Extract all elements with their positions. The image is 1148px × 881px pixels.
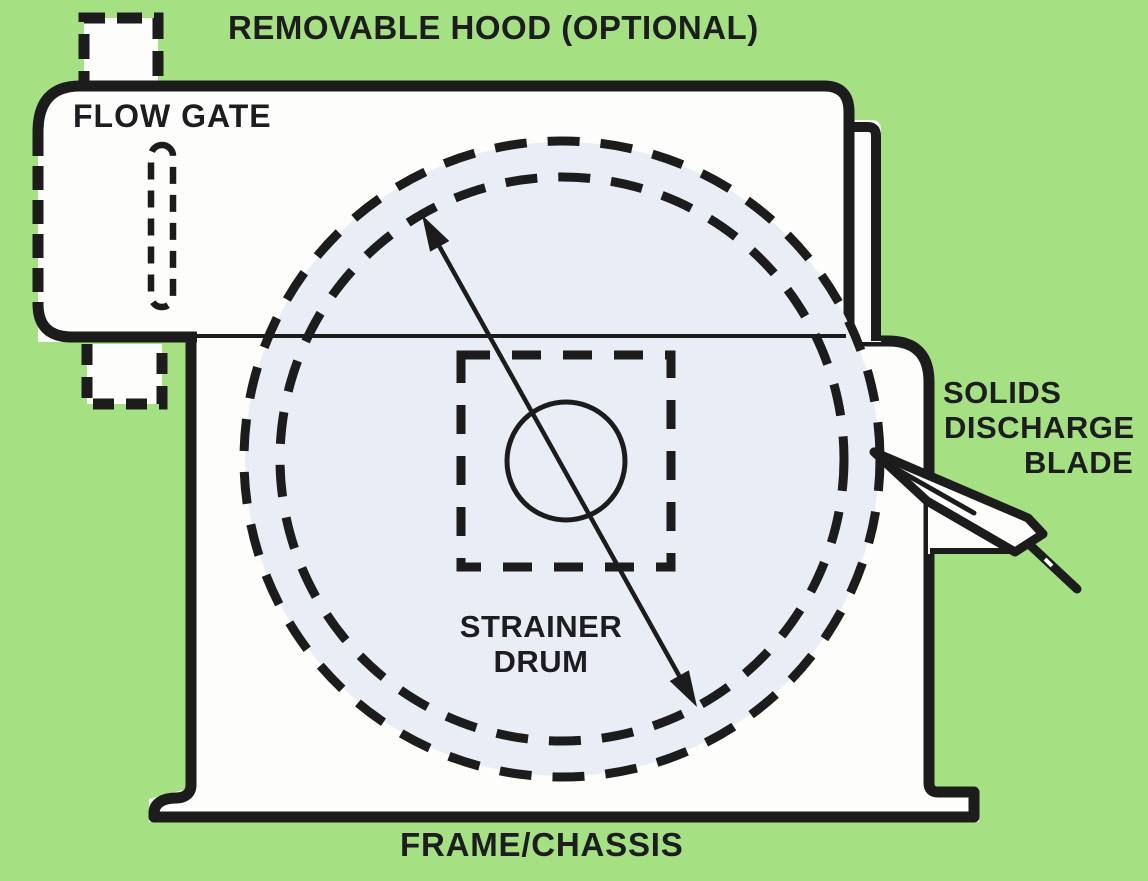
outlet-pipe-left — [81, 344, 168, 410]
strainer-drum-face — [245, 142, 879, 776]
drum-diameter-arrow-line — [431, 233, 688, 690]
drive-housing-dashed-square — [456, 350, 676, 572]
arrow-head-bottom-icon — [669, 670, 697, 707]
hood-rear-step-edge — [852, 122, 881, 341]
drum-shaft-circle — [504, 399, 628, 523]
label-solids-discharge-blade-line3: BLADE — [1024, 445, 1134, 480]
flow-gate-slot — [147, 141, 177, 311]
label-solids-discharge-blade-line2: DISCHARGE — [944, 410, 1135, 445]
label-flow-gate: FLOW GATE — [73, 98, 272, 134]
hood-bottom-left-corner — [32, 303, 73, 343]
blade-rod-notch — [1043, 557, 1054, 568]
blade-rod — [1026, 541, 1082, 594]
frame-outline — [148, 331, 980, 823]
label-removable-hood: REMOVABLE HOOD (OPTIONAL) — [228, 9, 759, 46]
label-strainer-drum: STRAINER DRUM — [406, 609, 676, 679]
label-strainer-drum-line1: STRAINER — [459, 609, 623, 644]
arrow-head-top-icon — [422, 215, 450, 252]
label-frame-chassis: FRAME/CHASSIS — [400, 826, 684, 863]
label-strainer-drum-line2: DRUM — [493, 644, 589, 679]
inlet-pipe-top — [78, 12, 164, 96]
blade-slot-line — [890, 464, 977, 516]
label-solids-discharge-blade-line1: SOLIDS — [943, 375, 1062, 410]
strainer-drum-inner-circle — [275, 172, 849, 746]
hood-outline-top-right — [32, 80, 855, 341]
